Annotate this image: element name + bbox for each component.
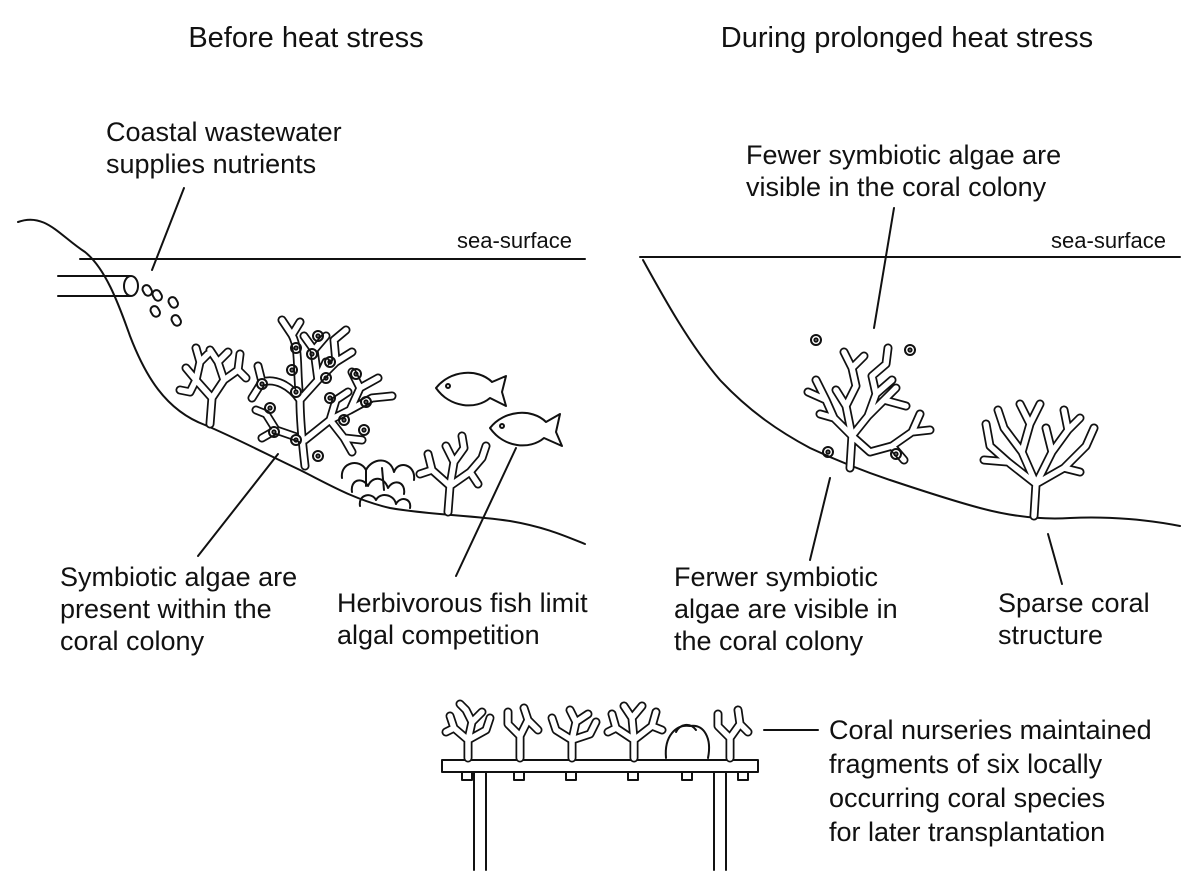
sea-surface-label-during: sea-surface [1051,228,1166,253]
nursery-fragment-2 [503,703,543,763]
wastewater-label: Coastal wastewater supplies nutrients [106,117,349,179]
wastewater-leader-line [151,187,185,271]
nursery-label-line-4: for later transplantation [829,817,1105,847]
fewer-algae-lower-leader-line [809,477,831,561]
sea-surface-label-before: sea-surface [457,228,572,253]
fish-label-line-2: algal competition [337,620,540,650]
coral-nursery: Coral nurseries maintained fragments of … [441,699,1159,871]
fewer-algae-top-label-line-1: Fewer symbiotic algae are [746,140,1061,170]
sparse-coral-label-line-1: Sparse coral [998,588,1150,618]
nursery-fragment-1 [441,699,495,763]
sparse-coral-label-line-2: structure [998,620,1103,650]
fish-leader-line [455,447,517,577]
nursery-label: Coral nurseries maintained fragments of … [829,715,1159,847]
fish-label: Herbivorous fish limit algal competition [337,588,595,650]
brain-coral-icon [340,459,416,509]
algae-label-line-2: present within the [60,594,272,624]
panel-during: Fewer symbiotic algae are visible in the… [639,140,1181,656]
nursery-label-line-3: occurring coral species [829,783,1105,813]
heading-before: Before heat stress [188,22,423,54]
algae-leader-line [197,453,279,557]
symbiotic-algae-cells [256,330,372,462]
algae-label-line-3: coral colony [60,626,205,656]
sparse-coral-label: Sparse coral structure [998,588,1157,650]
fewer-algae-lower-label-line-3: the coral colony [674,626,864,656]
branching-coral-icon [415,431,491,517]
algae-label-line-1: Symbiotic algae are [60,562,297,592]
branching-coral-icon [175,343,251,429]
fewer-algae-lower-label-line-1: Ferwer symbiotic [674,562,878,592]
nursery-label-line-2: fragments of six locally [829,749,1103,779]
fish-icon [489,411,563,447]
nursery-table-icon [441,759,759,871]
nursery-fragment-4 [603,701,667,763]
wastewater-label-line-2: supplies nutrients [106,149,316,179]
fewer-algae-lower-label: Ferwer symbiotic algae are visible in th… [674,562,905,656]
remaining-algae-cells [810,334,916,460]
algae-label: Symbiotic algae are present within the c… [60,562,305,656]
heading-during: During prolonged heat stress [721,22,1093,54]
fish-label-line-1: Herbivorous fish limit [337,588,588,618]
sparse-coral-structure [979,399,1099,521]
fewer-algae-top-label: Fewer symbiotic algae are visible in the… [746,140,1069,202]
panel-before: Coastal wastewater supplies nutrients se… [17,117,595,656]
fewer-algae-top-label-line-2: visible in the coral colony [746,172,1047,202]
nursery-fragment-6 [713,705,753,763]
nutrient-particles-icon [141,284,182,327]
fewer-algae-lower-label-line-2: algae are visible in [674,594,898,624]
sparse-coral-leader-line [1047,533,1063,585]
wastewater-label-line-1: Coastal wastewater [106,117,342,147]
nursery-fragment-5 [664,724,710,759]
bleached-coral-colony [803,334,935,473]
fish-icon [435,371,507,407]
seabed-during [642,259,1181,527]
healthy-coral-colony [247,315,397,471]
nursery-label-line-1: Coral nurseries maintained [829,715,1152,745]
fewer-algae-top-leader-line [873,207,895,329]
nursery-fragment-3 [547,705,601,763]
outfall-pipe-icon [57,275,139,297]
